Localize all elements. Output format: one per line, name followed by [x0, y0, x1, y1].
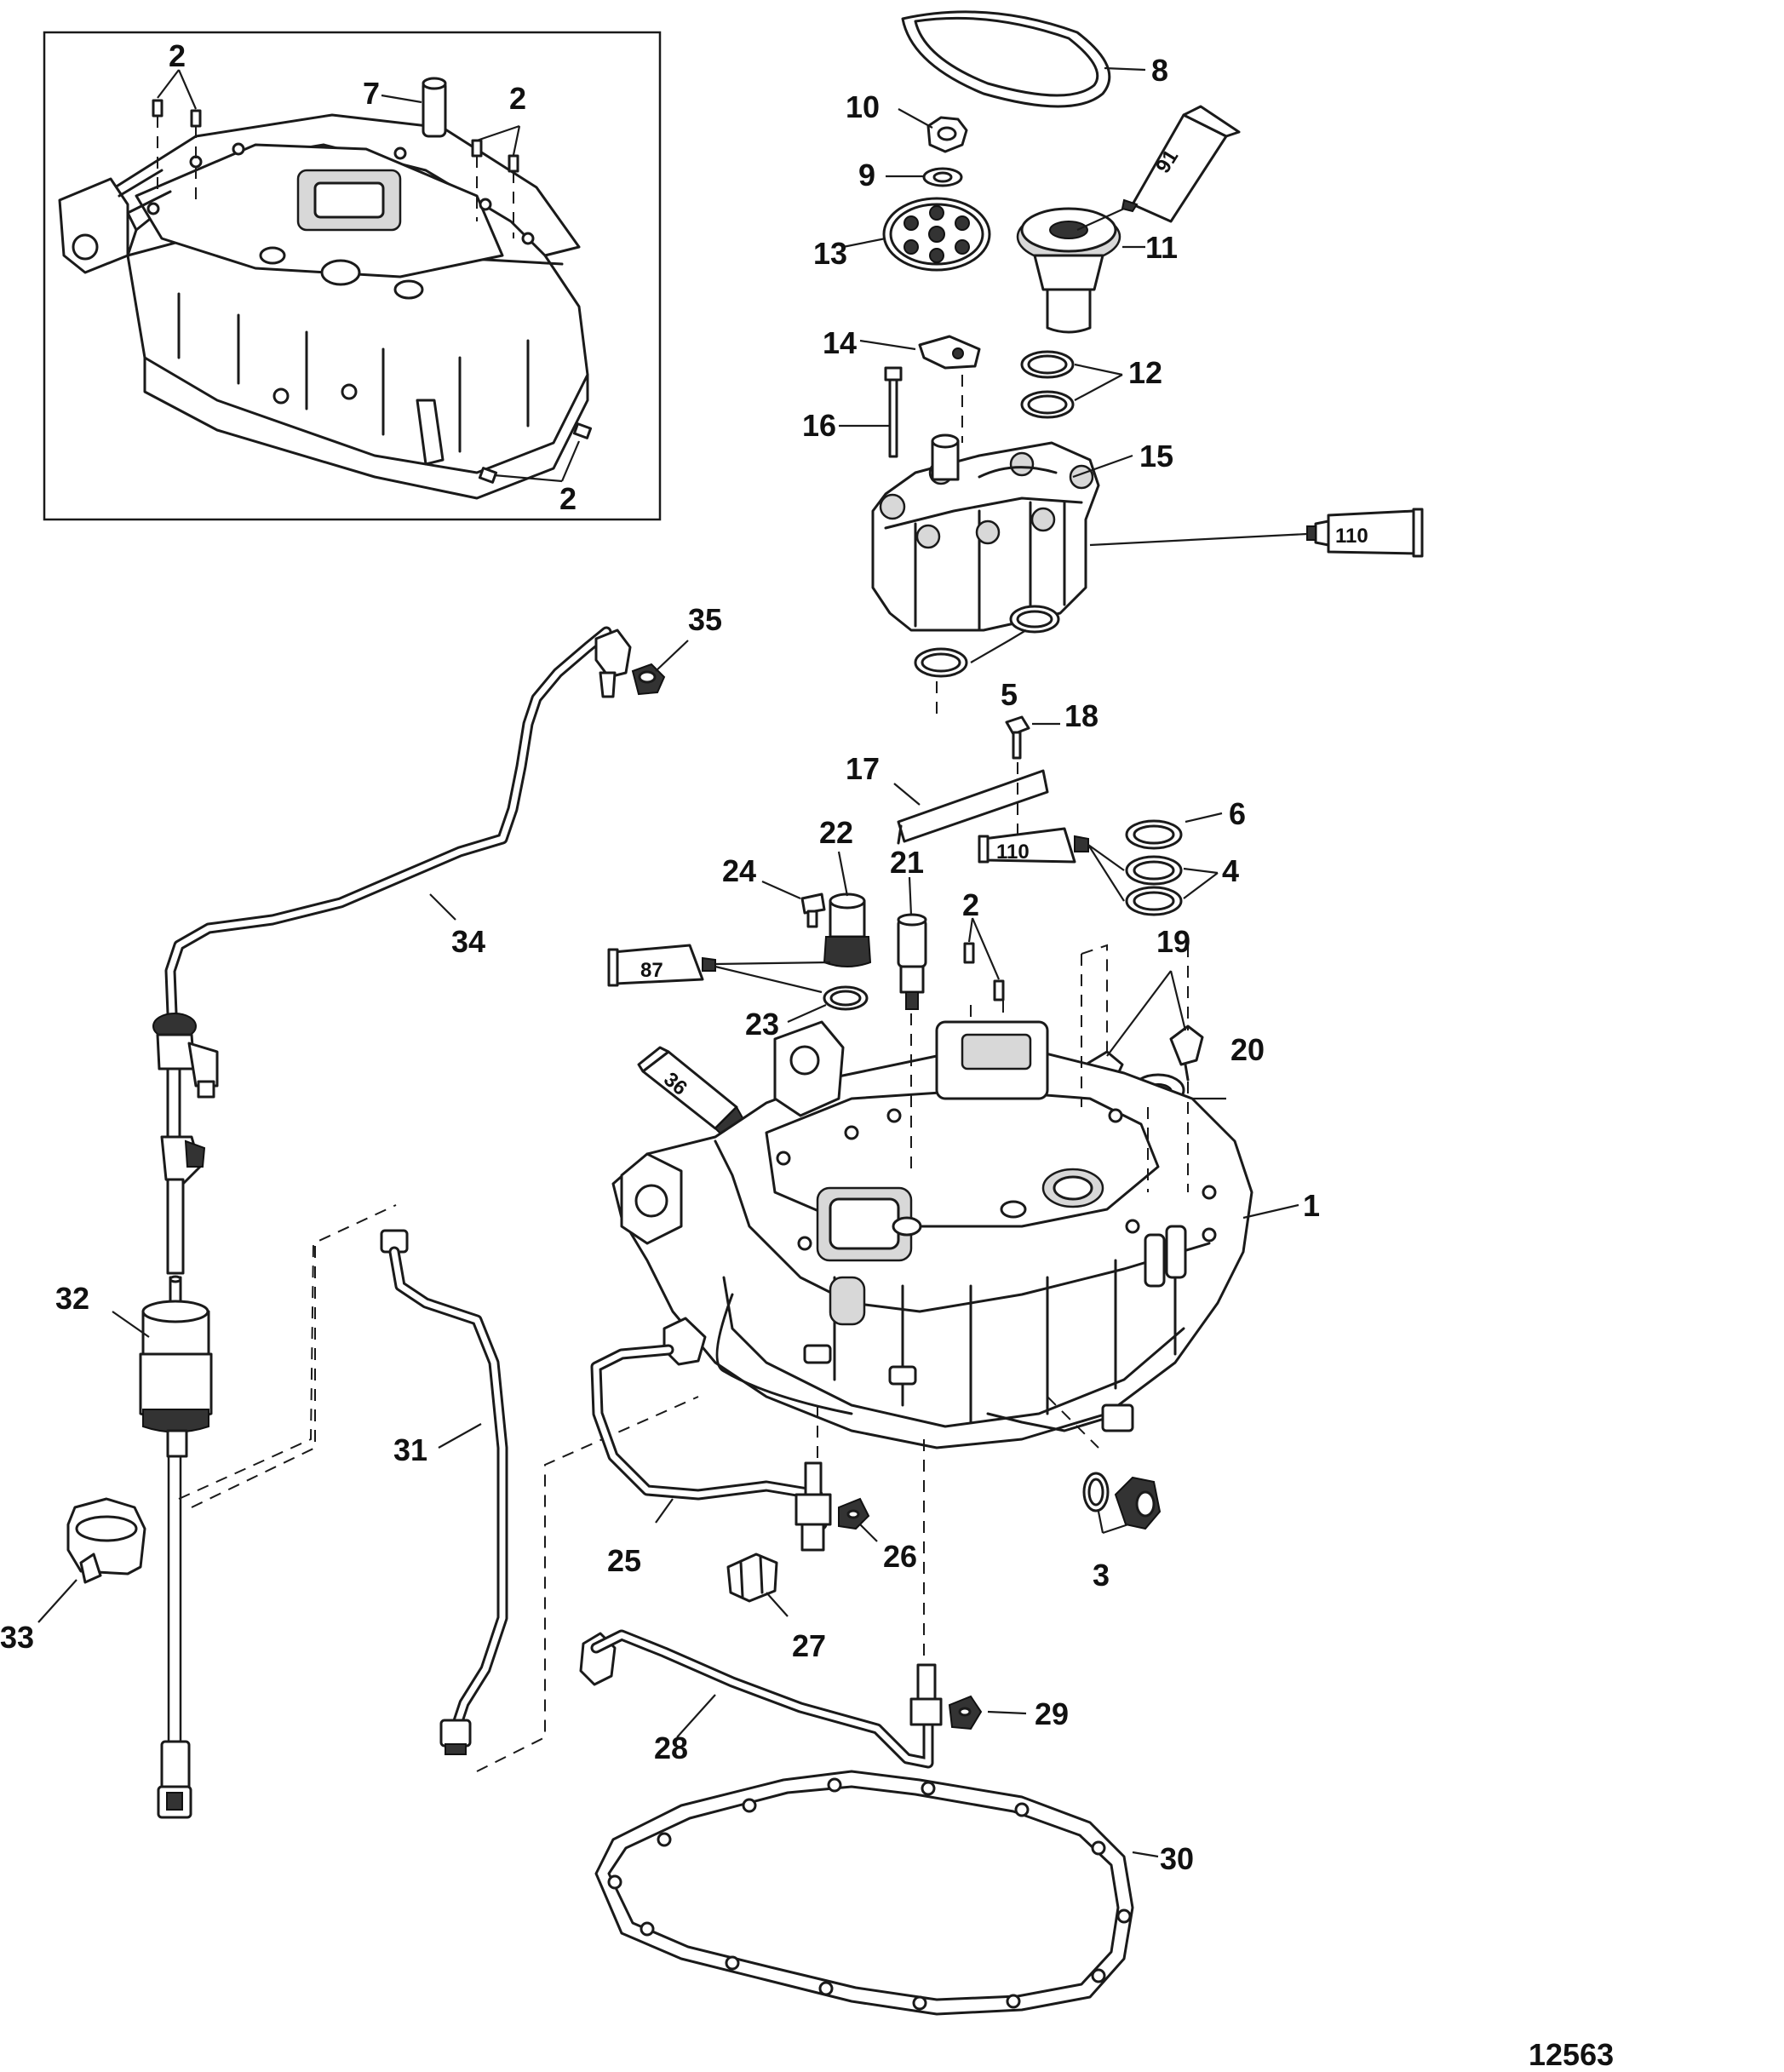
baffle-plate: [897, 769, 1049, 845]
clip-27: [726, 1553, 778, 1603]
callout-19: 19: [1156, 924, 1190, 959]
sealant-tube-110a: 110: [1306, 508, 1424, 558]
callout-35: 35: [688, 602, 722, 637]
callout-32: 32: [55, 1281, 89, 1316]
cam-follower: [918, 335, 981, 370]
callout-30: 30: [1160, 1841, 1194, 1876]
callout-3: 3: [1093, 1558, 1110, 1593]
callout-17: 17: [846, 751, 880, 786]
callout-29: 29: [1035, 1696, 1069, 1731]
callout-5: 5: [1001, 677, 1018, 712]
callout-15: 15: [1139, 439, 1173, 474]
callout-22: 22: [819, 815, 853, 850]
callout-6: 6: [1229, 796, 1246, 831]
callout-7: 7: [363, 76, 380, 111]
drive-gear: [1016, 207, 1121, 334]
figure-number: 12563: [1529, 2037, 1614, 2072]
callout-labels: 2 7 2 2 8 10 9 11 13 14 12 16 15 35 5 18…: [0, 38, 1320, 1876]
fitting-26: [794, 1461, 870, 1552]
washer: [922, 167, 963, 187]
harness-connector: [152, 1013, 219, 1275]
sealant-tube-110b: 110: [978, 827, 1089, 864]
tube-label-110a: 110: [1335, 525, 1368, 548]
bolt-18: [1005, 715, 1030, 760]
hose-31: [380, 1229, 508, 1755]
inset-adapter-plate: [58, 113, 589, 500]
callout-25: 25: [607, 1543, 641, 1578]
callout-2: 2: [169, 38, 186, 73]
callout-26: 26: [883, 1539, 917, 1574]
callout-13: 13: [813, 236, 847, 271]
sealant-tube-91: 91: [1121, 105, 1241, 223]
callout-1: 1: [1303, 1188, 1320, 1223]
callout-8: 8: [1151, 53, 1168, 88]
gasket-30: [594, 1770, 1134, 2016]
callout-33: 33: [0, 1620, 34, 1655]
callout-28: 28: [654, 1730, 688, 1765]
callout-31: 31: [393, 1432, 427, 1467]
adapter-plate-main: [611, 1020, 1253, 1449]
fitting-22: [823, 893, 872, 967]
pump-o-rings: [914, 605, 1060, 678]
callout-18: 18: [1064, 698, 1099, 733]
timing-belt: [901, 10, 1111, 108]
callout-12: 12: [1128, 355, 1162, 390]
callout-21: 21: [890, 845, 924, 880]
callout-4: 4: [1222, 853, 1239, 888]
callout-9: 9: [858, 158, 875, 192]
sensor-21: [897, 913, 927, 1010]
inset-view: [43, 31, 662, 521]
bolt-24: [800, 893, 826, 928]
drain-plug: [1082, 1472, 1162, 1530]
bolt-16: [884, 366, 903, 458]
clamp-33: [66, 1497, 146, 1584]
oil-pump: [871, 433, 1100, 632]
nut-29: [948, 1695, 983, 1730]
callout-20: 20: [1230, 1032, 1265, 1067]
hose-25: [590, 1317, 828, 1530]
callout-16: 16: [802, 408, 836, 443]
hose-34: [164, 626, 632, 1019]
nut: [926, 116, 968, 153]
callout-34: 34: [451, 924, 485, 959]
sealant-tube-36: 36: [637, 1046, 747, 1143]
callout-10: 10: [846, 89, 880, 124]
callout-14: 14: [823, 325, 857, 360]
sealant-tube-87: 87: [607, 944, 716, 987]
callout-2: 2: [509, 81, 526, 116]
o-rings: [1020, 350, 1075, 419]
seals: [1125, 819, 1183, 916]
callout-27: 27: [792, 1628, 826, 1663]
callout-24: 24: [722, 853, 756, 888]
sprocket: [882, 197, 991, 272]
tube-label-87: 87: [640, 959, 663, 982]
callout-2: 2: [962, 887, 979, 922]
o-ring-23: [823, 985, 869, 1011]
callout-11: 11: [1145, 230, 1178, 265]
tube-label-110b: 110: [996, 841, 1030, 864]
hose-28: [579, 1629, 943, 1769]
filter-32: [139, 1275, 213, 1819]
dowel-pins: [963, 942, 1005, 1002]
callout-23: 23: [745, 1007, 779, 1042]
callout-2: 2: [559, 481, 577, 516]
